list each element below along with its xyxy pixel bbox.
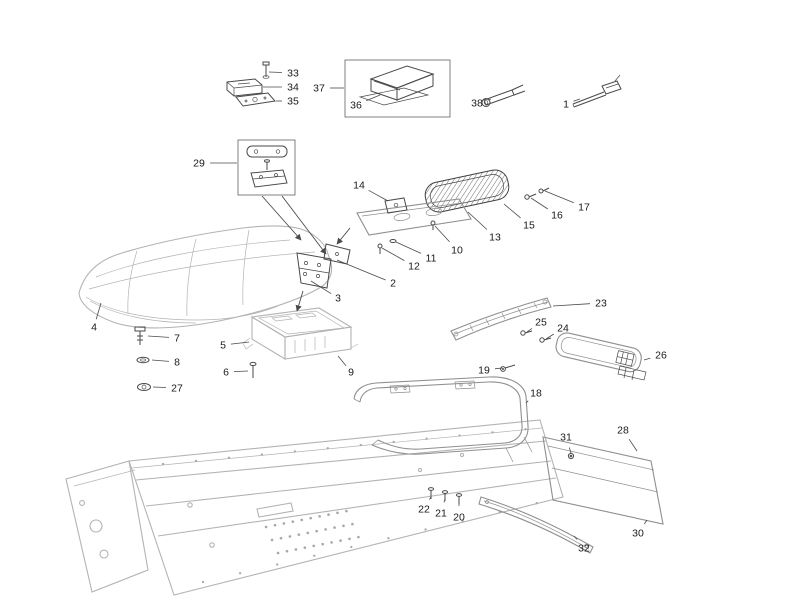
- callout-label-4: 4: [91, 322, 97, 334]
- leader-line-9: [337, 355, 347, 367]
- part-tail-pad-26: [555, 332, 647, 381]
- leader-line-3: [310, 280, 332, 295]
- callout-label-22: 22: [418, 504, 430, 516]
- callout-label-14: 14: [353, 180, 365, 192]
- callout-label-30: 30: [632, 528, 644, 540]
- part-seat-cushion: [78, 225, 333, 329]
- part-trim-strip: [478, 496, 594, 554]
- leader-line-21: [443, 498, 446, 503]
- callout-label-16: 16: [551, 210, 563, 222]
- callout-label-27: 27: [171, 383, 183, 395]
- part-rear-bumper: [353, 376, 533, 463]
- leader-line-23: [552, 303, 591, 307]
- callout-label-17: 17: [578, 202, 590, 214]
- part-front-bracket: [65, 460, 149, 593]
- backrest-assembly: [295, 169, 550, 312]
- toolkit-box-36-37: [344, 59, 451, 118]
- callout-label-31: 31: [560, 432, 572, 444]
- leader-line-19: [494, 367, 503, 370]
- leader-line-25: [526, 328, 533, 333]
- callout-label-35: 35: [287, 96, 299, 108]
- leader-line-36: [366, 94, 381, 102]
- leader-line-13: [467, 211, 488, 230]
- leader-line-6: [233, 370, 249, 372]
- tool-wrench-38: [481, 84, 526, 107]
- leader-line-11: [395, 241, 422, 254]
- leader-line-10: [434, 225, 450, 243]
- leader-line-22: [429, 496, 432, 500]
- leader-line-2: [336, 259, 386, 281]
- leader-line-38: [487, 98, 492, 101]
- leader-line-28: [628, 438, 638, 452]
- leader-line-32: [573, 535, 578, 540]
- callout-label-7: 7: [174, 333, 180, 345]
- tool-lever-1: [572, 74, 622, 108]
- callout-label-5: 5: [220, 340, 226, 352]
- leader-line-30: [643, 519, 648, 525]
- callout-label-26: 26: [655, 350, 667, 362]
- callout-label-1: 1: [563, 99, 569, 111]
- callout-label-6: 6: [223, 367, 229, 379]
- callout-label-9: 9: [348, 367, 354, 379]
- rivet-31: [567, 452, 575, 460]
- leader-line-12: [381, 247, 405, 261]
- callout-label-19: 19: [478, 365, 490, 377]
- part-rear-rack: [450, 297, 552, 341]
- leader-line-15: [503, 203, 521, 219]
- callout-label-20: 20: [453, 512, 465, 524]
- leader-line-14: [368, 189, 389, 202]
- parts-box-29: [237, 139, 327, 255]
- bracket-group-33-35: [226, 61, 276, 107]
- leader-line-18: [525, 400, 529, 404]
- leader-line-5: [230, 341, 250, 345]
- callout-label-11: 11: [426, 253, 437, 265]
- callout-label-36: 36: [350, 100, 362, 112]
- callout-label-28: 28: [617, 425, 629, 437]
- callout-label-34: 34: [287, 82, 299, 94]
- leader-line-16: [530, 197, 549, 210]
- callout-label-2: 2: [390, 278, 396, 290]
- callout-label-23: 23: [595, 298, 607, 310]
- callout-label-38: 38: [471, 98, 483, 110]
- part-side-panel: [542, 436, 664, 525]
- leader-line-27: [152, 386, 167, 388]
- callout-label-21: 21: [435, 508, 447, 520]
- leader-line-1: [573, 98, 581, 102]
- leader-line-24: [545, 333, 555, 340]
- callout-label-13: 13: [489, 232, 501, 244]
- part-tunnel-chassis: [128, 419, 564, 596]
- callout-label-8: 8: [174, 357, 180, 369]
- callout-label-10: 10: [451, 245, 463, 257]
- callout-label-33: 33: [287, 68, 299, 80]
- leader-line-8: [151, 359, 170, 362]
- part-storage-tray: [242, 307, 359, 360]
- leader-line-17: [544, 190, 574, 204]
- leader-line-4: [95, 302, 102, 320]
- leader-line-33: [268, 71, 283, 73]
- leader-line-7: [147, 335, 170, 338]
- leader-line-26: [643, 357, 651, 361]
- callout-label-15: 15: [523, 220, 535, 232]
- callout-label-18: 18: [530, 388, 542, 400]
- callout-label-25: 25: [535, 317, 547, 329]
- hardware-left: [134, 326, 257, 391]
- callout-label-32: 32: [578, 543, 590, 555]
- callout-label-24: 24: [557, 323, 569, 335]
- leader-line-31: [568, 447, 572, 454]
- hardware-screws-19-24-25: [500, 330, 552, 372]
- callout-label-12: 12: [408, 261, 420, 273]
- callout-label-37: 37: [313, 83, 325, 95]
- callout-label-3: 3: [335, 293, 341, 305]
- callout-label-29: 29: [193, 158, 205, 170]
